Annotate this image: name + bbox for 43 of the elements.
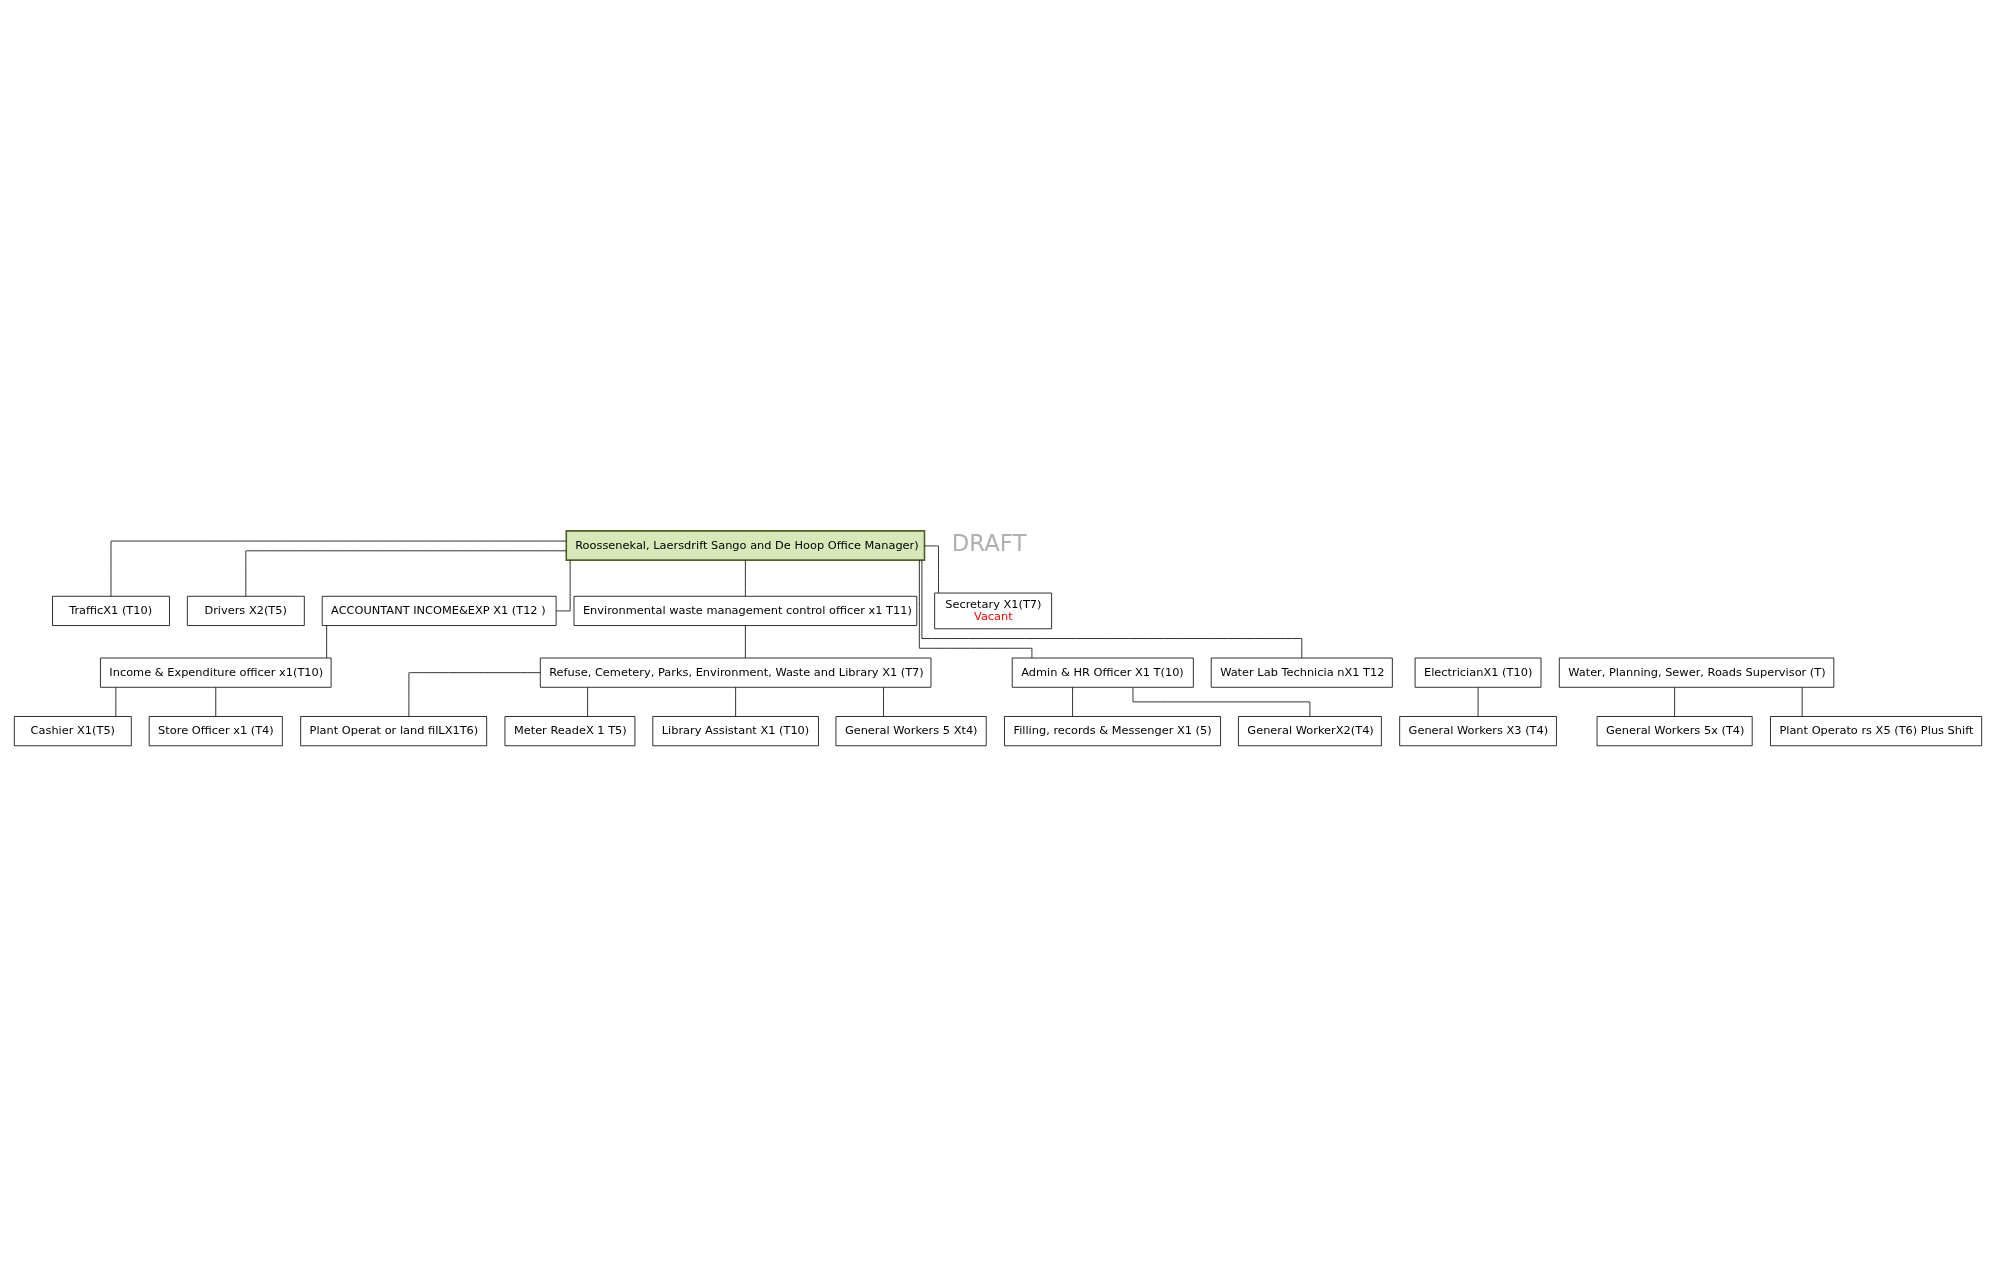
node-box: ElectricianX1 (T10) xyxy=(1414,657,1542,688)
node-box: Secretary X1(T7) Vacant xyxy=(934,592,1052,629)
node-box: General WorkerX2(T4) xyxy=(1238,715,1382,746)
connector xyxy=(918,559,1033,658)
connector xyxy=(555,559,571,611)
node-box: Meter ReadeX 1 T5) xyxy=(504,715,636,746)
connector xyxy=(1801,686,1803,717)
node-box: Refuse, Cemetery, Parks, Environment, Waste and Library X1 (T7) xyxy=(539,657,932,688)
node-box: Store Officer x1 (T4) xyxy=(148,715,283,746)
connector xyxy=(744,624,746,658)
connector xyxy=(1477,686,1479,717)
node-box: General Workers 5x (T4) xyxy=(1596,715,1753,746)
connector xyxy=(1072,686,1073,717)
node-box: Plant Operato rs X5 (T6) Plus Shift xyxy=(1770,715,1983,746)
node-box: Library Assistant X1 (T10) xyxy=(652,715,819,746)
connector xyxy=(245,549,567,596)
connector xyxy=(1674,686,1676,717)
node-box: TrafficX1 (T10) xyxy=(52,595,170,626)
connector xyxy=(587,686,588,717)
connector xyxy=(1132,686,1311,717)
node-box: Water Lab Technicia nX1 T12 xyxy=(1210,657,1393,688)
node-box: Cashier X1(T5) xyxy=(13,715,132,746)
node-box: General Workers X3 (T4) xyxy=(1399,715,1557,746)
connector xyxy=(408,671,541,717)
node-box: Income & Expenditure officer x1(T10) xyxy=(100,657,332,688)
node-box: Filling, records & Messenger X1 (5) xyxy=(1004,715,1221,746)
connector xyxy=(883,686,884,717)
connector xyxy=(921,559,1303,658)
node-box: Water, Planning, Sewer, Roads Supervisor (T) xyxy=(1558,657,1835,688)
node-box: Environmental waste management control officer x1 T11) xyxy=(573,595,918,626)
label: DRAFT xyxy=(951,529,1027,556)
connector xyxy=(735,686,737,717)
connector xyxy=(326,624,328,658)
node-box: Drivers X2(T5) xyxy=(186,595,305,626)
node-box: Roossenekal, Laersdrift Sango and De Hoop Office Manager) xyxy=(565,529,926,561)
node-box: Plant Operat or land filLX1T6) xyxy=(300,715,488,746)
connector xyxy=(215,686,217,717)
node-box: Admin & HR Officer X1 T(10) xyxy=(1011,657,1194,688)
connector xyxy=(115,686,117,717)
node-box: ACCOUNTANT INCOME&EXP X1 (T12 ) xyxy=(321,595,557,626)
node-box: General Workers 5 Xt4) xyxy=(835,715,987,746)
connector xyxy=(744,559,746,597)
connector xyxy=(924,545,939,593)
